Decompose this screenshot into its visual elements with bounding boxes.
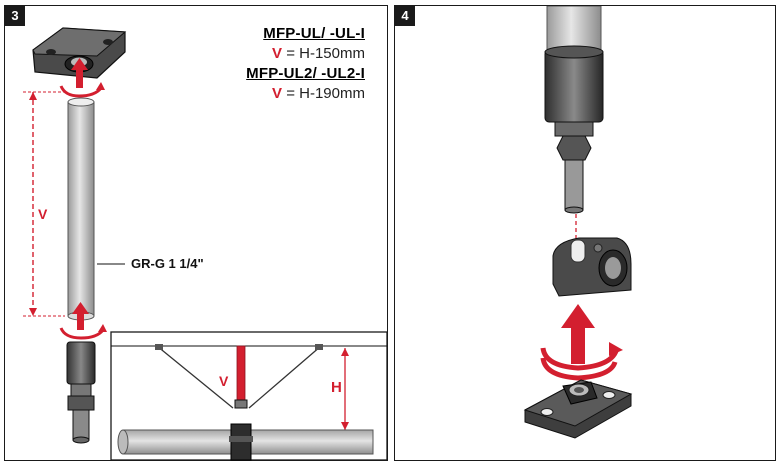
step-4-illustration	[523, 6, 633, 439]
threaded-rod	[67, 101, 95, 317]
dimension-v	[23, 91, 65, 317]
formula-2-var: V	[272, 85, 283, 102]
base-plate	[523, 379, 633, 439]
pipe-clamp-yoke	[552, 237, 632, 297]
spec-block: MFP-UL/ -UL-I V = H-150mm MFP-UL2/ -UL2-…	[246, 24, 365, 104]
formula-1: V = H-150mm	[246, 44, 365, 64]
step-3-panel: 3	[4, 5, 388, 461]
threaded-fitting	[66, 341, 96, 444]
formula-1-var: V	[272, 45, 283, 62]
threaded-rod	[546, 6, 602, 51]
rotate-arrow	[540, 304, 623, 381]
model-name-1: MFP-UL/ -UL-I	[263, 25, 365, 42]
step-4-panel: 4	[394, 5, 776, 461]
inset-detail-box	[110, 331, 388, 461]
rotate-arrow-top	[59, 58, 105, 98]
step-number-badge: 4	[395, 6, 415, 26]
inset-v-label: V	[219, 373, 229, 389]
rod-label: GR-G 1 1/4"	[131, 256, 204, 271]
dimension-v-label: V	[38, 206, 48, 222]
step-3-illustration: V	[23, 27, 388, 461]
threaded-sleeve	[544, 45, 604, 214]
inset-h-label: H	[331, 379, 342, 396]
formula-1-text: = H-150mm	[282, 45, 365, 62]
formula-2-text: = H-190mm	[282, 85, 365, 102]
model-name-2: MFP-UL2/ -UL2-I	[246, 65, 365, 82]
rotate-arrow-bottom	[59, 302, 107, 340]
step-number-badge: 3	[5, 6, 25, 26]
formula-2: V = H-190mm	[246, 84, 365, 104]
